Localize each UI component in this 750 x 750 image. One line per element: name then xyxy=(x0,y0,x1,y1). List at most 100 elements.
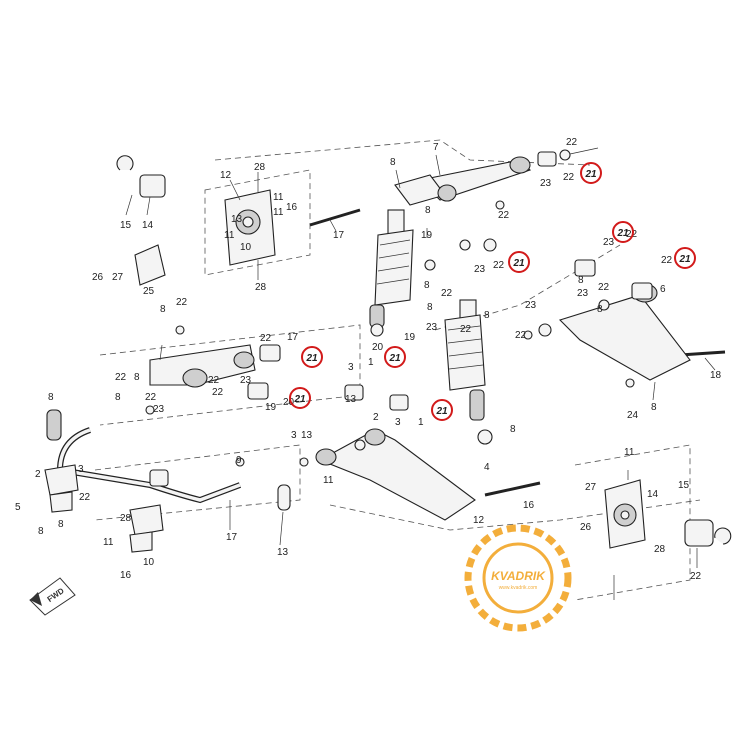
callout-label: 10 xyxy=(240,242,252,253)
callout-label: 5 xyxy=(15,502,21,513)
fwd-direction-marker: FWD xyxy=(29,577,76,616)
highlighted-callout-21: 21 xyxy=(431,399,453,421)
callout-label: 22 xyxy=(441,288,453,299)
highlighted-callout-21: 21 xyxy=(612,221,634,243)
callout-label: 13 xyxy=(345,394,357,405)
callout-label: 3 xyxy=(78,464,84,475)
callout-label: 2 xyxy=(373,412,379,423)
lower-control-arm xyxy=(315,384,476,521)
callout-label: 1 xyxy=(368,357,374,368)
svg-text:21: 21 xyxy=(616,228,629,239)
callout-label: 8 xyxy=(390,157,396,168)
callout-label: 23 xyxy=(603,237,615,248)
knuckle-left xyxy=(224,189,276,266)
callout-label: 8 xyxy=(48,392,54,403)
callout-label: 8 xyxy=(510,424,516,435)
callout-label: 19 xyxy=(404,332,416,343)
callout-label: 8 xyxy=(484,310,490,321)
callout-label: 19 xyxy=(421,230,433,241)
svg-text:21: 21 xyxy=(305,353,318,364)
callout-label: 26 xyxy=(92,272,104,283)
callout-label: 27 xyxy=(585,482,597,493)
knuckle-right xyxy=(604,479,646,549)
highlighted-callout-21: 21 xyxy=(508,251,530,273)
callout-label: 23 xyxy=(426,322,438,333)
callout-label: 2 xyxy=(35,469,41,480)
highlighted-callout-21: 21 xyxy=(580,162,602,184)
shock-absorber-2 xyxy=(444,299,493,445)
callout-label: 13 xyxy=(231,214,243,225)
callout-label: 8 xyxy=(160,304,166,315)
callout-label: 13 xyxy=(277,547,289,558)
callout-label: 22 xyxy=(498,210,510,221)
callout-label: 8 xyxy=(425,205,431,216)
callout-label: 8 xyxy=(134,372,140,383)
callout-label: 6 xyxy=(660,284,666,295)
callout-label: 11 xyxy=(103,537,114,548)
callout-label: 4 xyxy=(484,462,490,473)
trailing-arm-left xyxy=(149,344,281,400)
callout-label: 28 xyxy=(254,162,266,173)
callout-label: 17 xyxy=(287,332,299,343)
callout-label: 11 xyxy=(224,230,235,241)
callout-label: 13 xyxy=(301,430,313,441)
callout-label: 12 xyxy=(220,170,232,181)
callout-label: 22 xyxy=(115,372,127,383)
callout-label: 22 xyxy=(598,282,610,293)
callout-label: 23 xyxy=(577,288,589,299)
callout-label: 22 xyxy=(515,330,527,341)
callout-label: 22 xyxy=(208,375,220,386)
callout-label: 19 xyxy=(265,402,277,413)
callout-label: 17 xyxy=(333,230,345,241)
callout-label: 22 xyxy=(212,387,224,398)
callout-label: 22 xyxy=(661,255,673,266)
callout-label: 8 xyxy=(578,275,584,286)
svg-text:21: 21 xyxy=(388,353,401,364)
callout-label: 16 xyxy=(523,500,535,511)
callout-label: 23 xyxy=(474,264,486,275)
callout-label: 22 xyxy=(493,260,505,271)
callout-label: 3 xyxy=(395,417,401,428)
bracket-left xyxy=(134,244,166,286)
callout-label: 22 xyxy=(566,137,578,148)
callout-label: 8 xyxy=(651,402,657,413)
upper-control-arm xyxy=(394,147,599,206)
callout-label: 28 xyxy=(120,513,132,524)
callout-label: 22 xyxy=(145,392,157,403)
callout-label: 14 xyxy=(647,489,659,500)
callout-label: 3 xyxy=(348,362,354,373)
leader-lines xyxy=(125,154,716,600)
highlighted-callout-21: 21 xyxy=(384,346,406,368)
callout-label: 22 xyxy=(260,333,272,344)
bearing-left xyxy=(116,155,166,198)
bearing-right xyxy=(684,519,732,547)
svg-text:21: 21 xyxy=(435,406,448,417)
callout-label: 20 xyxy=(283,397,295,408)
kvadrik-watermark: KVADRIK www.kvadrik.com xyxy=(464,524,572,632)
callout-label: 3 xyxy=(291,430,297,441)
svg-text:21: 21 xyxy=(293,394,306,405)
callout-label: 11 xyxy=(323,475,334,486)
callout-label: 26 xyxy=(580,522,592,533)
watermark-tagline: www.kvadrik.com xyxy=(499,585,538,591)
callout-label: 17 xyxy=(226,532,238,543)
callout-label: 9 xyxy=(236,455,242,466)
callout-label: 15 xyxy=(120,220,132,231)
callout-label: 16 xyxy=(120,570,132,581)
highlighted-callout-21: 21 xyxy=(301,346,323,368)
callout-label: 8 xyxy=(597,304,603,315)
bushings-nuts xyxy=(145,200,635,467)
upper-right-arm xyxy=(558,259,691,381)
callout-label: 28 xyxy=(654,544,666,555)
callout-label: 22 xyxy=(563,172,575,183)
callout-label: 11 xyxy=(624,447,635,458)
callout-label: 25 xyxy=(143,286,155,297)
callout-label: 1 xyxy=(418,417,424,428)
svg-text:21: 21 xyxy=(678,254,691,265)
callout-label: 23 xyxy=(153,404,165,415)
callout-label: 15 xyxy=(678,480,690,491)
callout-label: 8 xyxy=(38,526,44,537)
long-bolts xyxy=(309,208,726,497)
svg-text:21: 21 xyxy=(584,169,597,180)
